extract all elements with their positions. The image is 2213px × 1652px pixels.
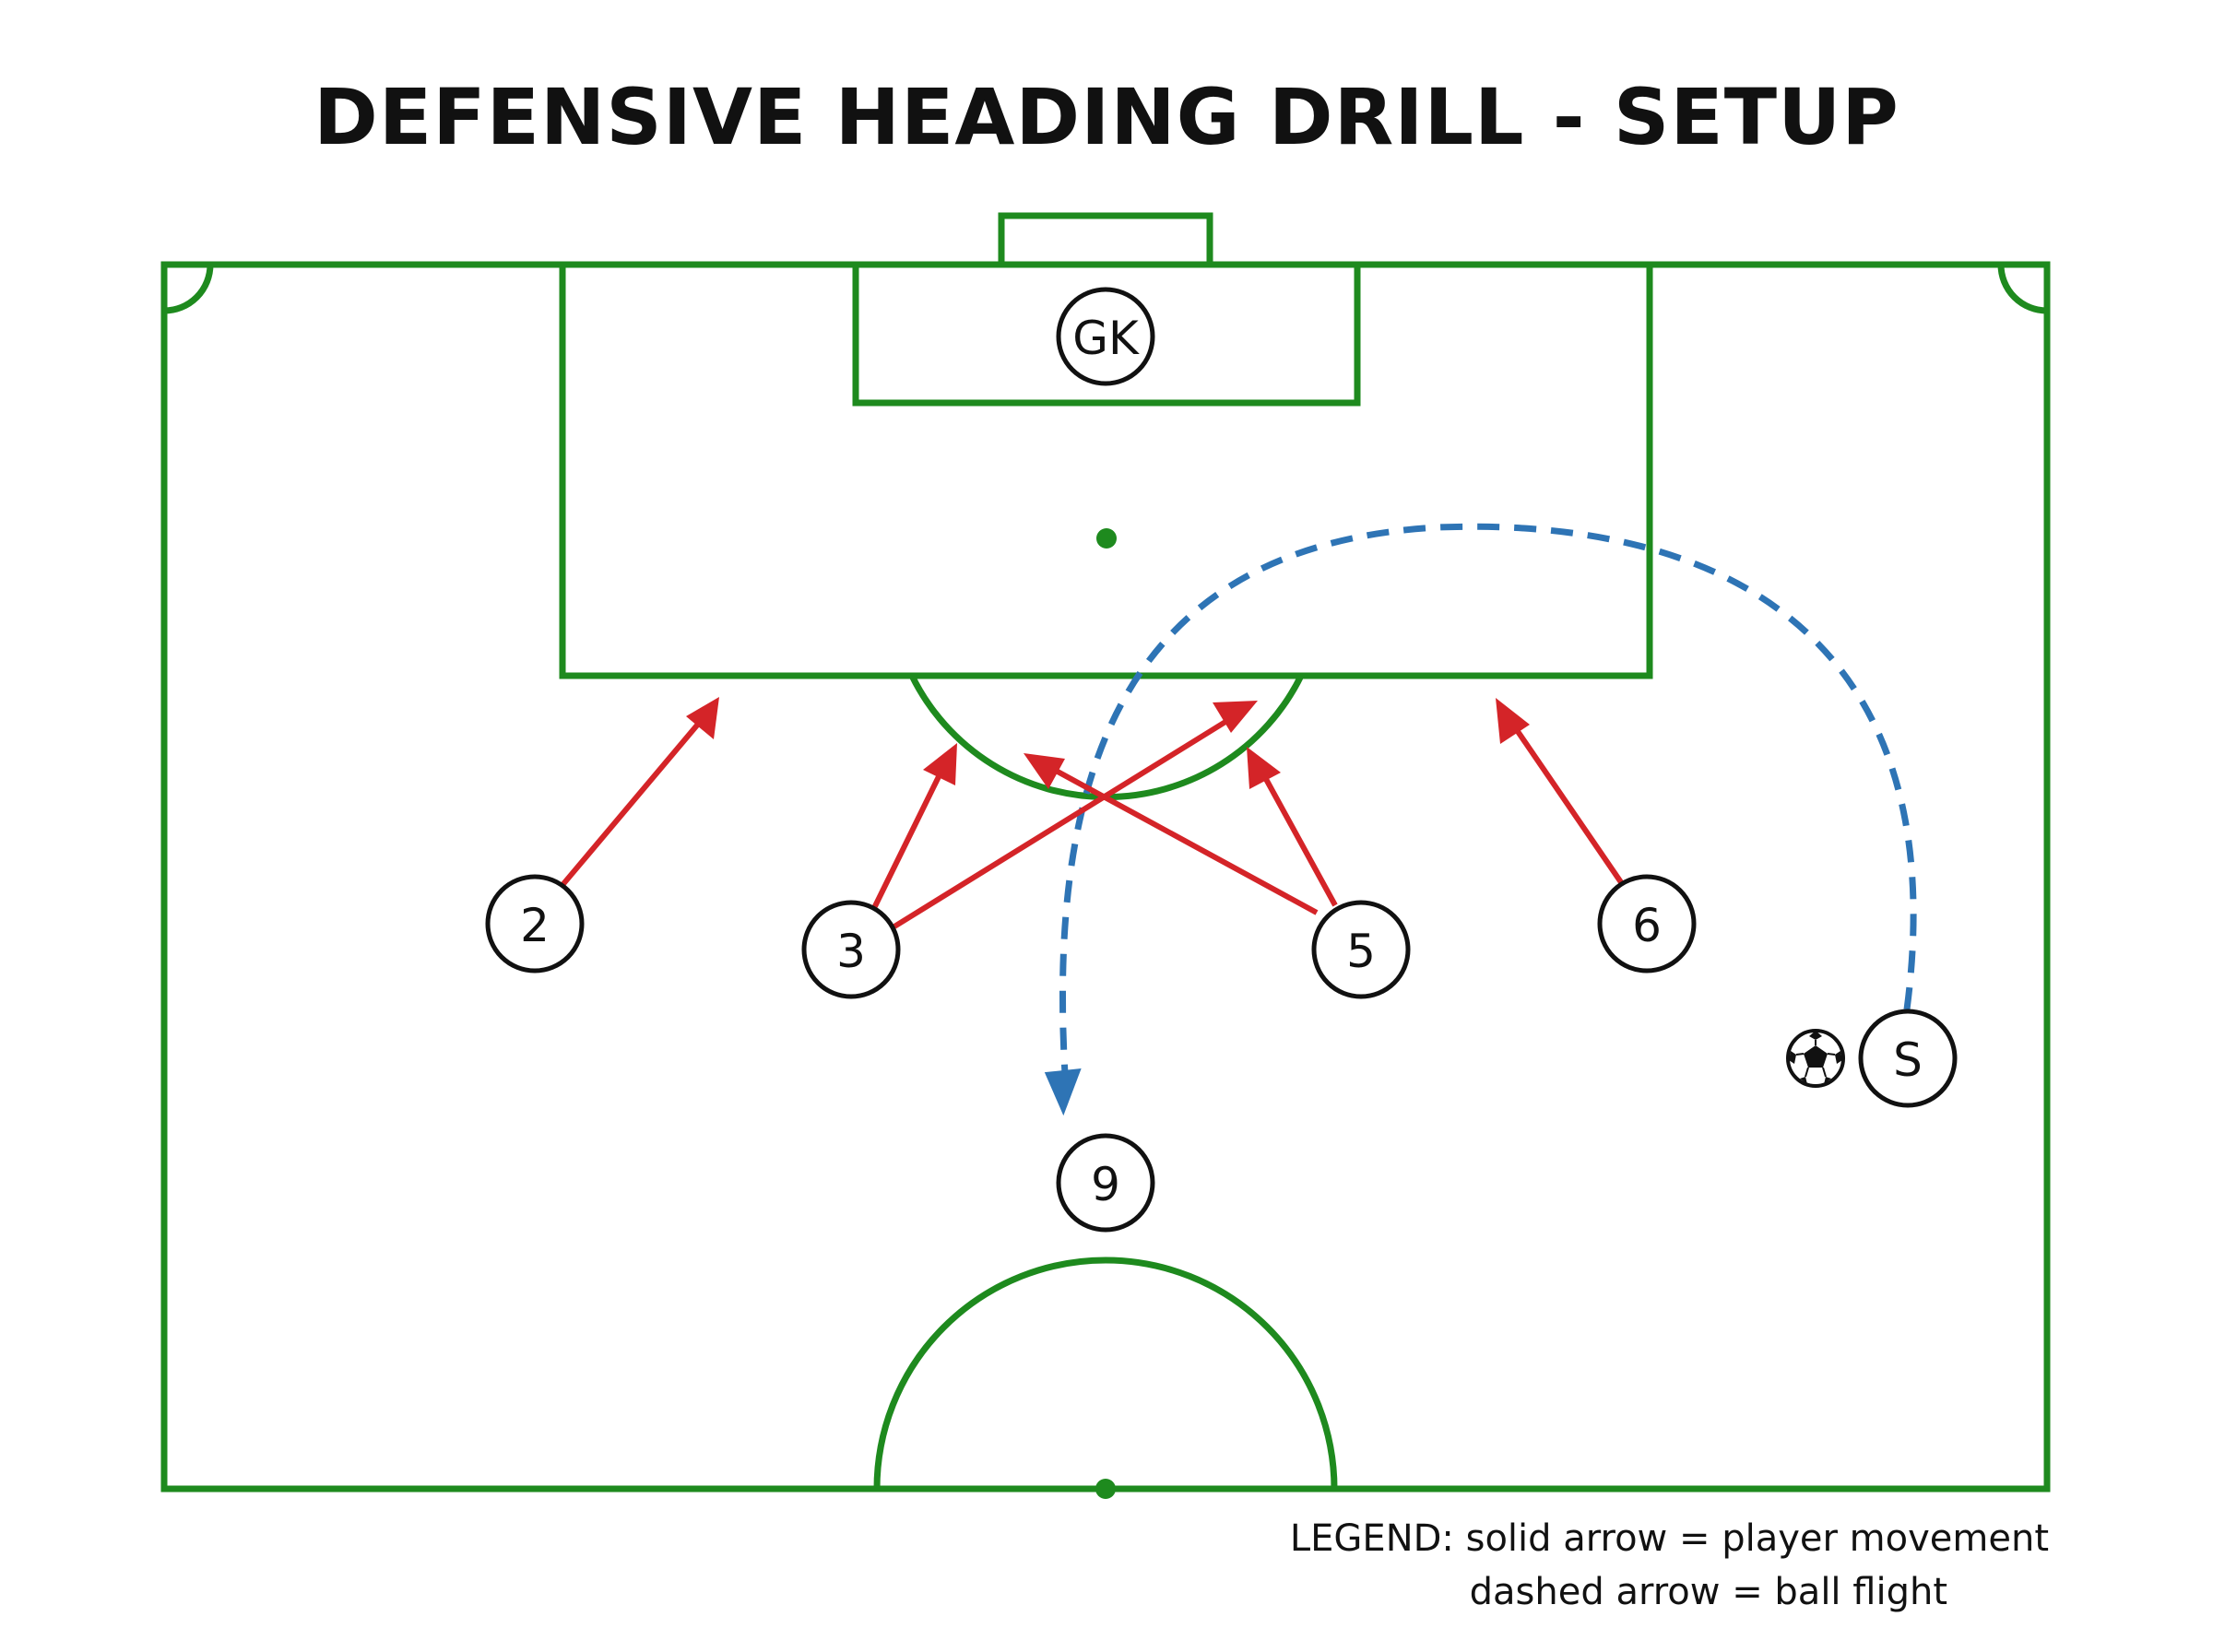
movement-arrow-3b	[893, 707, 1247, 929]
player-9: 9	[1056, 1133, 1155, 1233]
player-label-3: 3	[836, 925, 866, 978]
player-gk: GK	[1056, 287, 1155, 386]
pitch-boundary	[160, 261, 2051, 1493]
goal	[998, 212, 1213, 268]
halfway-center-arc	[873, 1257, 1338, 1490]
center-spot	[1095, 1479, 1116, 1499]
player-3: 3	[801, 900, 901, 999]
soccer-ball-icon	[1786, 1029, 1845, 1088]
corner-arc-right	[1997, 264, 2048, 314]
movement-arrow-5a	[1253, 759, 1338, 907]
movement-arrow-3a	[871, 752, 953, 910]
player-label-5: 5	[1346, 925, 1376, 978]
movement-arrowhead-5b	[1024, 753, 1065, 789]
player-label-gk: GK	[1072, 312, 1140, 365]
legend: LEGEND: solid arrow = player movement da…	[1290, 1512, 2049, 1619]
movement-arrowhead-3a	[923, 743, 957, 785]
player-label-9: 9	[1091, 1158, 1120, 1211]
player-6: 6	[1597, 874, 1697, 974]
legend-line-player-movement: LEGEND: solid arrow = player movement	[1289, 1517, 2049, 1560]
legend-line-ball-flight: dashed arrow = ball flight	[1469, 1571, 1947, 1613]
player-5: 5	[1311, 900, 1411, 999]
penalty-spot	[1096, 528, 1117, 549]
ball-flight-arrow	[1059, 523, 1917, 1075]
movement-arrowhead-6	[1496, 698, 1530, 744]
corner-arc-left	[163, 264, 214, 314]
player-label-server: S	[1893, 1033, 1923, 1087]
diagram-title: DEFENSIVE HEADING DRILL - SETUP	[314, 72, 1899, 162]
movement-arrow-2	[560, 708, 713, 887]
movement-arrow-5b	[1035, 758, 1319, 915]
movement-arrowhead-3b	[1213, 701, 1258, 733]
movement-arrowhead-2	[686, 697, 719, 739]
player-2: 2	[485, 874, 585, 974]
player-label-6: 6	[1632, 899, 1662, 952]
six-yard-box	[852, 261, 1361, 407]
player-label-2: 2	[520, 899, 550, 952]
penalty-arc	[908, 674, 1305, 801]
ball-flight-arrowhead	[1044, 1068, 1082, 1116]
movement-arrow-6	[1500, 708, 1626, 887]
movement-arrowhead-5a	[1247, 747, 1281, 789]
player-server: S	[1858, 1009, 1958, 1108]
